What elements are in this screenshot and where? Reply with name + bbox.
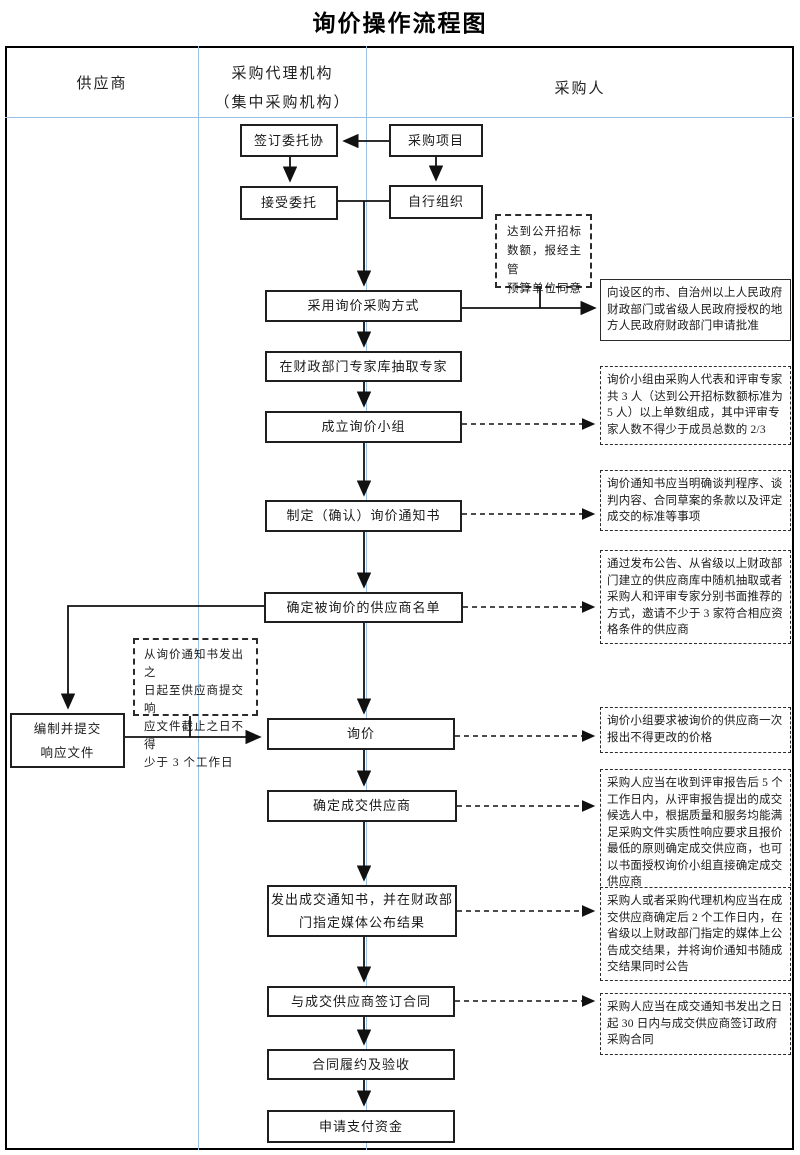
- node-adopt-inquiry-method: 采用询价采购方式: [265, 290, 462, 322]
- lane-label-supplier: 供应商: [76, 76, 128, 92]
- annotation-team-rule: 询价小组由采购人代表和评审专家共 3 人（达到公开招标数额标准为 5 人）以上单…: [600, 366, 791, 445]
- node-draw-experts: 在财政部门专家库抽取专家: [265, 351, 462, 382]
- node-contract-fulfillment: 合同履约及验收: [267, 1049, 455, 1080]
- node-prepare-inquiry-notice: 制定（确认）询价通知书: [265, 500, 462, 532]
- lane-header-divider: [5, 117, 794, 118]
- node-procurement-project: 采购项目: [389, 124, 483, 157]
- node-sign-contract: 与成交供应商签订合同: [267, 986, 455, 1017]
- node-apply-payment: 申请支付资金: [267, 1110, 455, 1143]
- lane-label-agency: 采购代理机构 （集中采购机构）: [214, 66, 351, 111]
- lane-divider-supplier-agency: [198, 46, 199, 1150]
- node-form-inquiry-team: 成立询价小组: [265, 411, 462, 443]
- node-accept-entrustment: 接受委托: [240, 186, 338, 220]
- node-prepare-response: 编制并提交 响应文件: [10, 713, 125, 768]
- lane-label-purchaser: 采购人: [554, 81, 606, 97]
- annotation-winner-rule: 采购人应当在收到评审报告后 5 个工作日内，从评审报告提出的成交候选人中，根据质…: [600, 769, 791, 896]
- annotation-approval: 向设区的市、自治州以上人民政府财政部门或省级人民政府授权的地方人民政府财政部门申…: [600, 279, 791, 341]
- node-inquiry: 询价: [267, 718, 455, 750]
- condition-open-tender-threshold: 达到公开招标 数额，报经主管 预算单位同意: [495, 214, 592, 295]
- node-self-organize: 自行组织: [389, 185, 483, 219]
- annotation-notice-rule: 询价通知书应当明确谈判程序、谈判内容、合同草案的条款以及评定成交的标准等事项: [600, 470, 791, 531]
- condition-response-deadline: 从询价通知书发出之 日起至供应商提交响 应文件截止之日不得 少于 3 个工作日: [133, 638, 258, 769]
- node-issue-award-notice: 发出成交通知书，并在财政部 门指定媒体公布结果: [267, 885, 457, 937]
- node-sign-agreement: 签订委托协: [240, 124, 338, 157]
- annotation-contract-rule: 采购人应当在成交通知书发出之日起 30 日内与成交供应商签订政府采购合同: [600, 993, 791, 1055]
- annotation-announce-rule: 采购人或者采购代理机构应当在成交供应商确定后 2 个工作日内，在省级以上财政部门…: [600, 887, 791, 981]
- annotation-quote-rule: 询价小组要求被询价的供应商一次报出不得更改的价格: [600, 707, 791, 753]
- node-determine-winner: 确定成交供应商: [267, 790, 457, 822]
- page-title: 询价操作流程图: [312, 10, 488, 36]
- annotation-supplier-invite-rule: 通过发布公告、从省级以上财政部门建立的供应商库中随机抽取或者采购人和评审专家分别…: [600, 550, 791, 644]
- node-determine-supplier-list: 确定被询价的供应商名单: [264, 592, 463, 623]
- chart-frame: [5, 46, 794, 1150]
